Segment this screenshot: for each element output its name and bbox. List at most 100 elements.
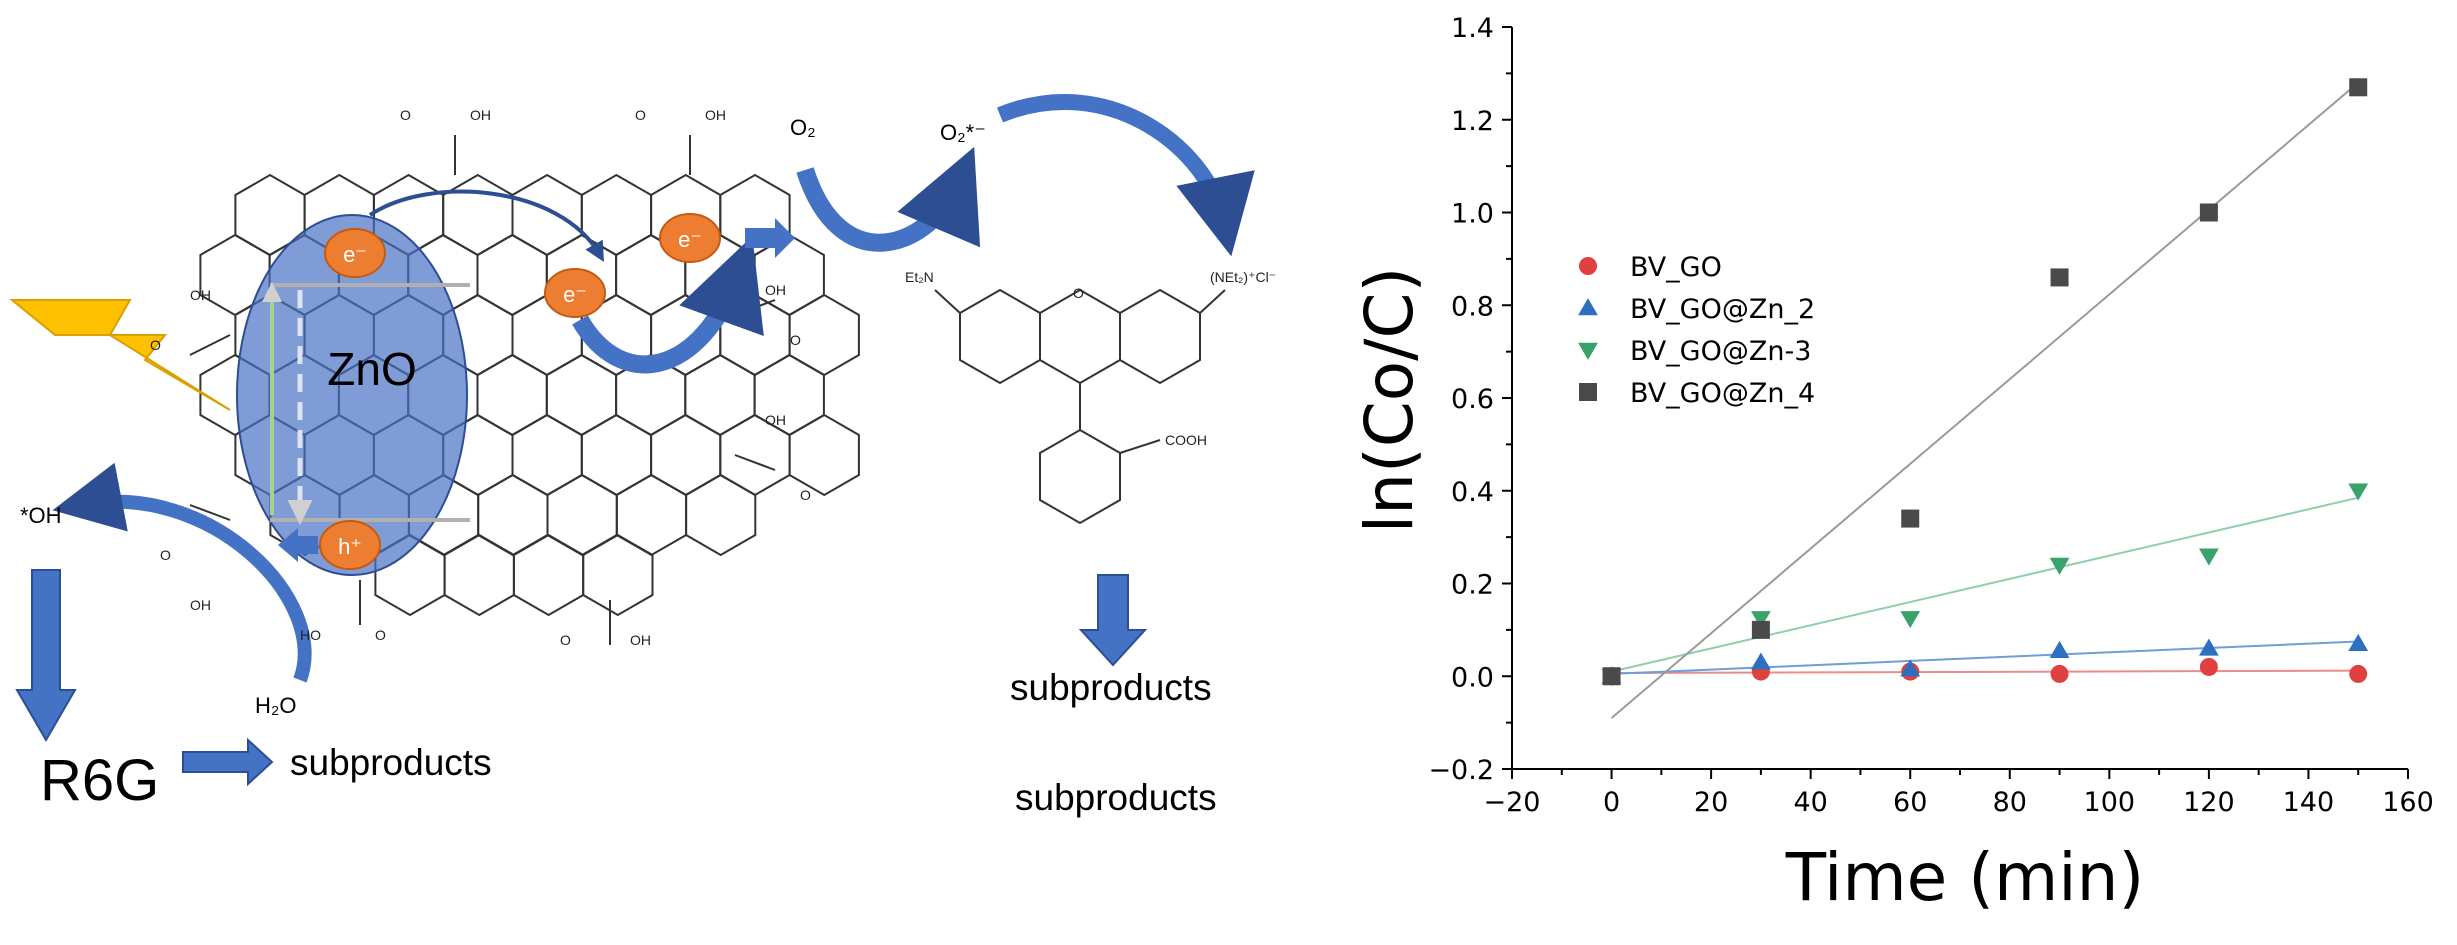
go-group-label: O bbox=[375, 627, 386, 643]
legend-marker bbox=[1579, 383, 1597, 401]
r6g-cooh: COOH bbox=[1165, 432, 1207, 448]
x-tick-label: 80 bbox=[1993, 787, 2027, 818]
svg-text:e⁻: e⁻ bbox=[563, 282, 587, 307]
go-group-label: OH bbox=[765, 282, 786, 298]
legend-label: BV_GO@Zn-3 bbox=[1630, 336, 1811, 367]
point-bv-go-zn-4 bbox=[1751, 620, 1770, 639]
legend-label: BV_GO@Zn_2 bbox=[1630, 294, 1815, 325]
hole-arrow bbox=[278, 528, 318, 562]
point-bv-go-zn-4 bbox=[1602, 667, 1621, 686]
y-tick-label: 1.4 bbox=[1451, 13, 1494, 44]
zno-particle bbox=[236, 214, 468, 576]
legend-label: BV_GO@Zn_4 bbox=[1630, 378, 1815, 409]
x-tick-label: 140 bbox=[2283, 787, 2335, 818]
go-group-label: O bbox=[790, 332, 801, 348]
fit-line-bv-go-zn-3 bbox=[1611, 496, 2359, 673]
point-bv-go-zn-4 bbox=[2199, 203, 2218, 222]
go-group-label: O bbox=[150, 337, 161, 353]
subproducts-left: subproducts bbox=[290, 742, 492, 783]
point-bv-go-zn-2 bbox=[2198, 638, 2219, 656]
go-group-label: O bbox=[560, 632, 571, 648]
carboxyl-bond bbox=[189, 334, 231, 356]
y-axis-ticks: −0.20.00.20.40.60.81.01.21.4 bbox=[1428, 13, 1512, 786]
graphene-ring bbox=[685, 473, 757, 557]
electron-2: e⁻ bbox=[544, 268, 606, 318]
electron-to-o2-arrow bbox=[745, 218, 795, 258]
go-group-label: OH bbox=[190, 597, 211, 613]
svg-text:e⁻: e⁻ bbox=[343, 242, 367, 267]
superoxide-attack-arrow bbox=[996, 94, 1255, 257]
go-group-label: OH bbox=[190, 287, 211, 303]
subproducts-mid: subproducts bbox=[1010, 667, 1212, 708]
y-tick-label: 1.2 bbox=[1451, 106, 1494, 137]
oh-down-arrow bbox=[15, 569, 77, 742]
dye-label: R6G bbox=[40, 748, 159, 813]
legend: BV_GO BV_GO@Zn_2BV_GO@Zn-3BV_GO@Zn_4 bbox=[1578, 252, 1815, 409]
carboxyl-bond bbox=[189, 504, 231, 521]
fit-lines bbox=[1610, 81, 2359, 719]
electron-hop-arrow bbox=[572, 236, 764, 374]
dye-to-subproducts-arrow bbox=[182, 737, 274, 787]
r6g-amine-right: (NEt₂)⁺Cl⁻ bbox=[1210, 269, 1276, 285]
point-bv-go-zn-3 bbox=[2049, 557, 2070, 575]
go-group-label: OH bbox=[765, 412, 786, 428]
x-tick-label: 40 bbox=[1793, 787, 1827, 818]
point-bv-go-zn-2 bbox=[1900, 659, 1921, 677]
fit-line-bv-go bbox=[1611, 669, 2359, 675]
point-bv-go-zn-3 bbox=[1750, 611, 1771, 629]
legend-marker bbox=[1579, 257, 1597, 275]
point-bv-go bbox=[2199, 657, 2218, 676]
y-tick-label: 0.4 bbox=[1451, 477, 1494, 508]
y-tick-label: −0.2 bbox=[1428, 755, 1494, 786]
go-group-label: O bbox=[160, 547, 171, 563]
r6g-down-arrow bbox=[1078, 574, 1148, 667]
water-oxidation-arrow bbox=[52, 462, 312, 683]
r6g-oxygen: O bbox=[1073, 285, 1084, 301]
y-tick-label: 0.6 bbox=[1451, 384, 1494, 415]
x-tick-label: 120 bbox=[2183, 787, 2235, 818]
y-tick-label: 0.8 bbox=[1451, 291, 1494, 322]
r6g-structure bbox=[934, 288, 1226, 525]
electron-1: e⁻ bbox=[324, 228, 386, 278]
mechanism-scheme: ZnO e⁻ e⁻ e⁻ h⁺ *OH H₂O R6G subproducts … bbox=[9, 94, 1276, 818]
zno-label: ZnO bbox=[327, 343, 416, 395]
point-bv-go-zn-4 bbox=[2050, 268, 2069, 287]
point-bv-go bbox=[2050, 664, 2069, 683]
go-group-label: O bbox=[800, 487, 811, 503]
x-axis-title: Time (min) bbox=[1785, 839, 2144, 916]
go-group-label: O bbox=[635, 107, 646, 123]
graphene-ring bbox=[582, 533, 654, 617]
x-tick-label: 160 bbox=[2382, 787, 2434, 818]
y-tick-label: 1.0 bbox=[1451, 199, 1494, 230]
go-group-label: HO bbox=[300, 627, 321, 643]
svg-text:e⁻: e⁻ bbox=[678, 227, 702, 252]
point-bv-go bbox=[2349, 664, 2368, 683]
go-group-label: O bbox=[400, 107, 411, 123]
point-bv-go-zn-3 bbox=[2198, 548, 2219, 566]
oxygen-label: O₂ bbox=[790, 115, 816, 140]
hydroxyl-radical-label: *OH bbox=[20, 503, 62, 528]
point-bv-go-zn-3 bbox=[2348, 483, 2369, 501]
electron-3: e⁻ bbox=[659, 213, 721, 263]
go-group-label: OH bbox=[470, 107, 491, 123]
point-bv-go-zn-4 bbox=[2349, 78, 2368, 97]
carboxyl-bond bbox=[734, 454, 776, 471]
x-tick-label: 0 bbox=[1603, 787, 1620, 818]
hole: h⁺ bbox=[319, 520, 381, 570]
legend-marker bbox=[1578, 342, 1598, 360]
point-bv-go-zn-4 bbox=[1901, 509, 1920, 528]
legend-label: BV_GO bbox=[1630, 252, 1722, 283]
superoxide-label: O₂*⁻ bbox=[940, 120, 986, 145]
electron-transfer-arrow bbox=[368, 189, 604, 262]
point-bv-go-zn-2 bbox=[1750, 652, 1771, 670]
y-axis-title: ln(Co/C) bbox=[1351, 267, 1428, 533]
water-label: H₂O bbox=[255, 693, 297, 718]
point-bv-go-zn-2 bbox=[2348, 633, 2369, 651]
fit-line-bv-go-zn-4 bbox=[1610, 81, 2359, 719]
point-bv-go-zn-2 bbox=[2049, 640, 2070, 658]
x-tick-label: −20 bbox=[1484, 787, 1541, 818]
y-tick-label: 0.0 bbox=[1451, 662, 1494, 693]
